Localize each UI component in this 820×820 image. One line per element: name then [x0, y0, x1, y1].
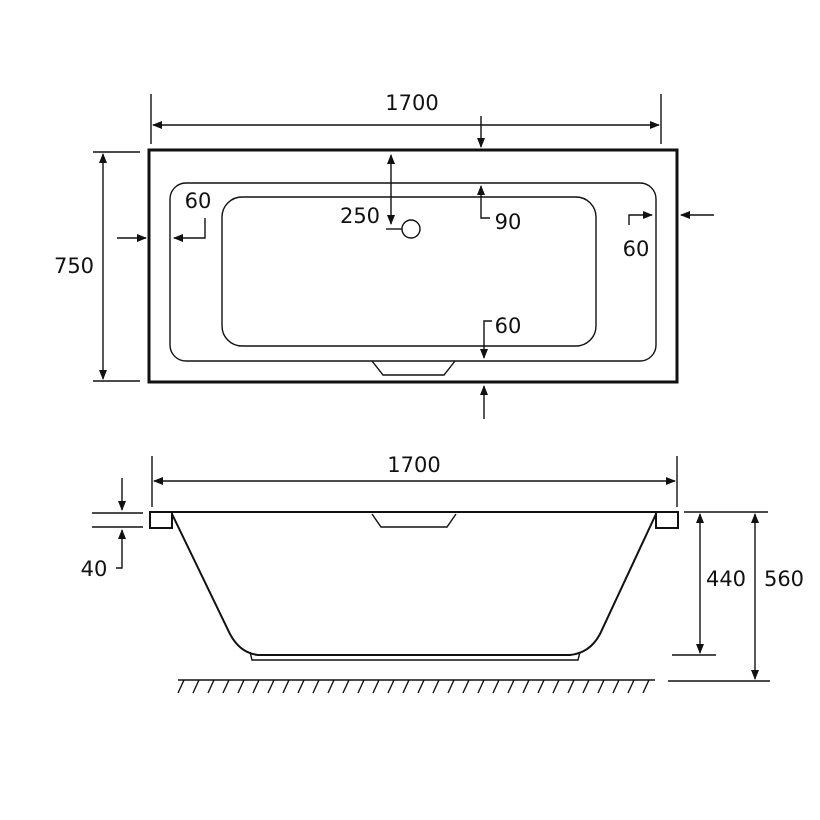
floor-hatch-mark — [192, 679, 200, 694]
front-notch — [371, 360, 456, 376]
floor-hatch-mark — [402, 679, 410, 694]
plan-width-label: 750 — [54, 254, 94, 278]
floor-hatch-mark — [357, 679, 365, 694]
floor-hatch-mark — [462, 679, 470, 694]
floor-hatch-mark — [207, 679, 215, 694]
front-rim-label: 60 — [495, 314, 522, 338]
bath-outer-outline — [147, 148, 679, 384]
floor-hatch-mark — [477, 679, 485, 694]
waste-offset-label: 250 — [340, 204, 380, 228]
plan-view: 1700 750 60 60 250 90 60 — [54, 91, 714, 419]
floor-hatch-mark — [237, 679, 245, 694]
depth-label: 440 — [706, 567, 746, 591]
bath-basin-outline — [221, 196, 597, 347]
rim-thickness-arrow-bottom — [116, 529, 126, 569]
floor-hatch-mark — [522, 679, 530, 694]
floor-hatch-mark — [267, 679, 275, 694]
bath-shell-profile — [171, 513, 657, 656]
bath-base — [249, 651, 581, 661]
floor-hatch-mark — [312, 679, 320, 694]
floor-hatch-mark — [582, 679, 590, 694]
waste-outlet-icon — [401, 219, 421, 239]
floor-hatching — [177, 679, 650, 694]
floor-hatch-mark — [387, 679, 395, 694]
floor-hatch-mark — [537, 679, 545, 694]
floor-hatch-mark — [597, 679, 605, 694]
side-notch — [371, 513, 457, 528]
floor-hatch-mark — [282, 679, 290, 694]
right-rim-inner-leader — [628, 211, 653, 225]
rim-thickness-label: 40 — [81, 557, 108, 581]
floor-hatch-mark — [417, 679, 425, 694]
side-length-label: 1700 — [387, 453, 440, 477]
floor-hatch-mark — [222, 679, 230, 694]
floor-hatch-mark — [432, 679, 440, 694]
front-rim-inner-leader — [480, 320, 492, 359]
floor-hatch-mark — [372, 679, 380, 694]
floor-hatch-mark — [642, 679, 650, 694]
floor-hatch-mark — [627, 679, 635, 694]
floor-hatch-mark — [297, 679, 305, 694]
rim-right-block — [655, 511, 679, 529]
right-rim-label: 60 — [623, 237, 650, 261]
left-rim-label: 60 — [185, 189, 212, 213]
floor-hatch-mark — [567, 679, 575, 694]
plan-length-label: 1700 — [385, 91, 438, 115]
floor-hatch-mark — [552, 679, 560, 694]
left-rim-inner-leader — [173, 218, 206, 242]
rim-left-block — [149, 511, 173, 529]
side-view: 1700 40 440 560 — [81, 453, 804, 694]
height-label: 560 — [764, 567, 804, 591]
back-rim-label: 90 — [495, 210, 522, 234]
floor-hatch-mark — [612, 679, 620, 694]
back-rim-inner-leader — [477, 185, 490, 219]
floor-hatch-mark — [342, 679, 350, 694]
floor-hatch-mark — [252, 679, 260, 694]
floor-hatch-mark — [327, 679, 335, 694]
bath-rim-outline — [169, 182, 657, 362]
floor-hatch-mark — [492, 679, 500, 694]
floor-hatch-mark — [177, 679, 185, 694]
floor-hatch-mark — [507, 679, 515, 694]
floor-hatch-mark — [447, 679, 455, 694]
